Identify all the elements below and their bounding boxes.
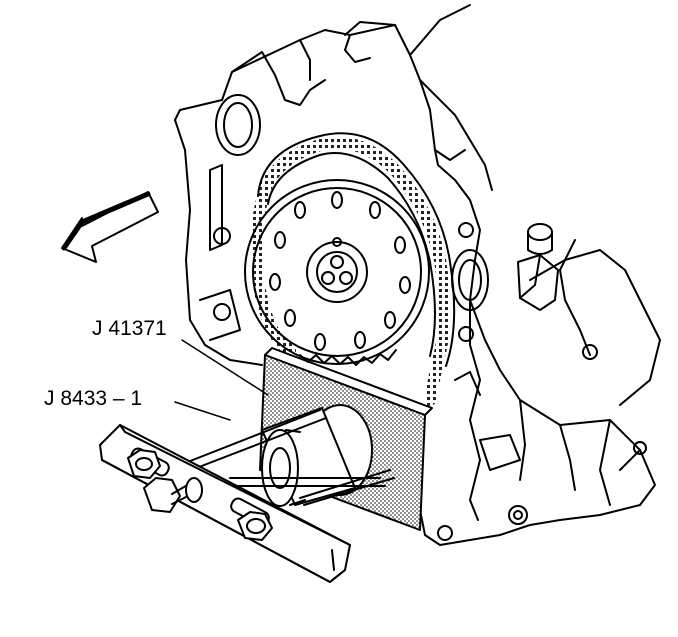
direction-arrow-icon	[61, 191, 159, 263]
leader-line-tool-b	[174, 401, 231, 421]
puller-cylinder	[261, 404, 373, 507]
oil-fitting	[517, 223, 559, 311]
engine-block	[174, 4, 661, 546]
timing-chain	[250, 132, 456, 406]
callout-tool-b: J 8433 – 1	[44, 387, 143, 410]
leader-line-tool-a	[181, 339, 269, 396]
camshaft-sprocket	[244, 179, 430, 366]
puller-rods	[179, 409, 395, 506]
sprocket-holes	[269, 191, 411, 351]
callout-tool-a: J 41371	[92, 317, 167, 340]
hex-bolts	[127, 449, 273, 541]
